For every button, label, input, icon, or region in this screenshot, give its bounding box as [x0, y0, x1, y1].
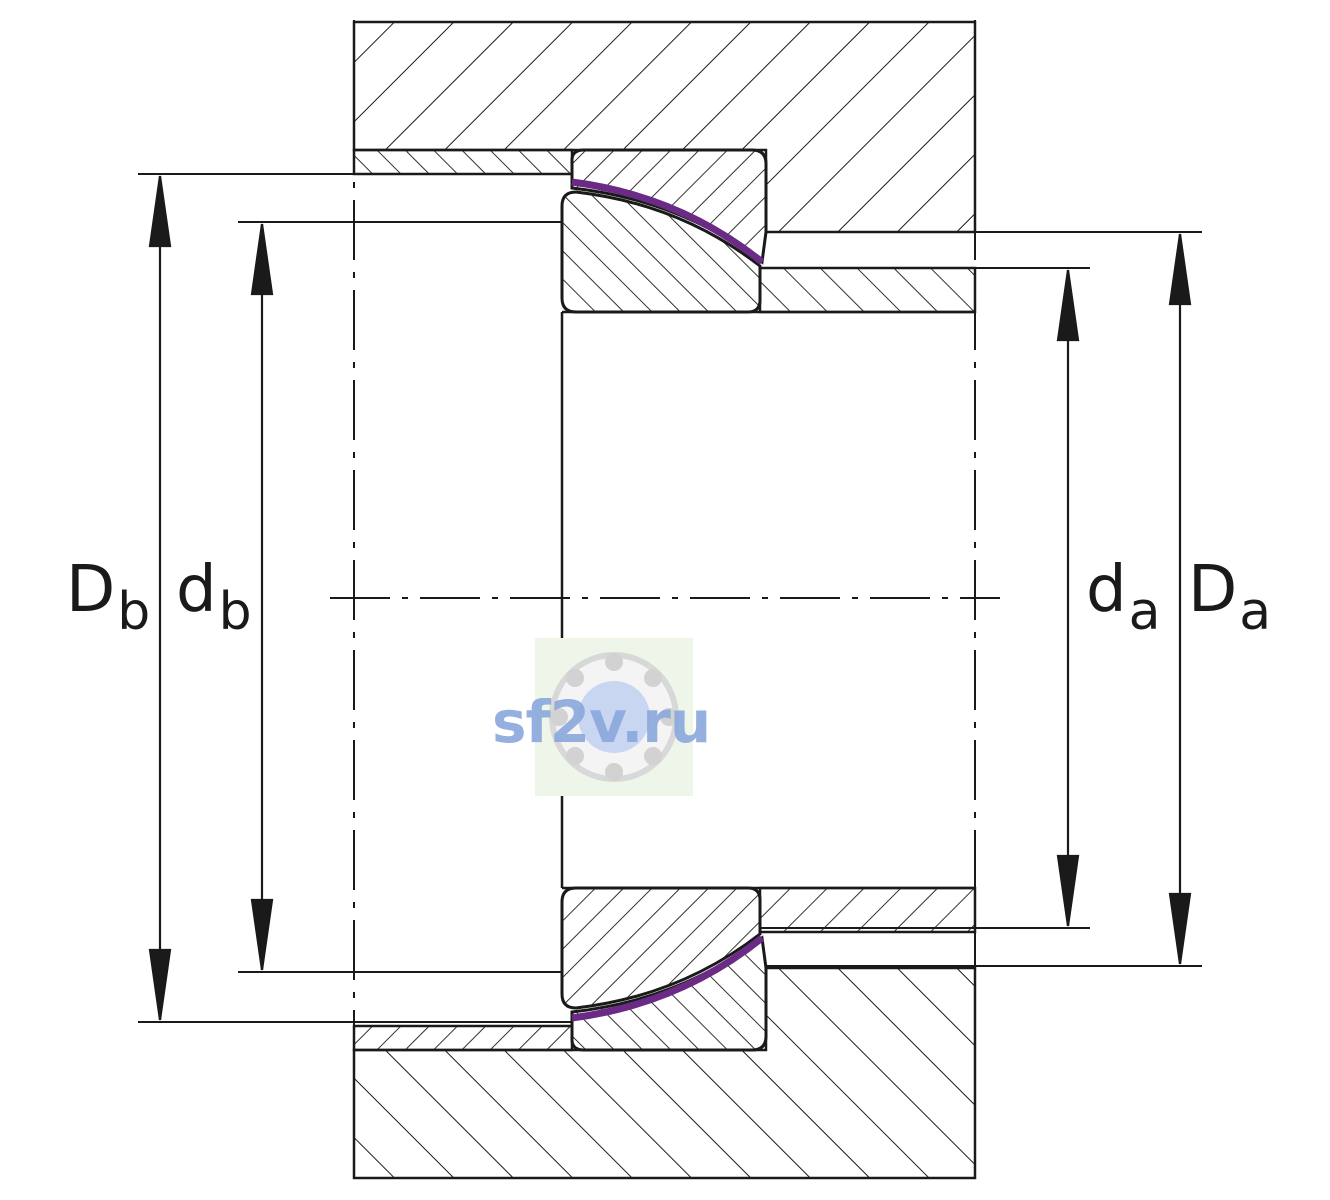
label-Db-main: D	[66, 553, 116, 627]
label-da-main: d	[1086, 553, 1127, 627]
label-Db: Db	[66, 558, 150, 638]
watermark-text: sf2v.ru	[492, 688, 711, 756]
label-da-sub: a	[1128, 582, 1161, 642]
label-db: db	[176, 558, 252, 638]
shaft-shoulder	[758, 266, 977, 314]
label-db-sub: b	[218, 582, 252, 642]
arrow-db-top	[250, 223, 274, 296]
lower-half-section	[354, 888, 975, 1178]
label-Da-main: D	[1188, 553, 1238, 627]
label-Da: Da	[1188, 558, 1271, 638]
ptfe-liner	[571, 178, 765, 265]
arrow-da-bottom	[1056, 854, 1080, 927]
label-da: da	[1086, 558, 1161, 638]
watermark-background	[535, 638, 693, 796]
arrow-Da-bottom	[1168, 892, 1192, 965]
housing-shoulder	[352, 148, 574, 176]
arrow-da-top	[1056, 269, 1080, 342]
arrow-Db-bottom	[148, 948, 172, 1021]
label-Da-sub: a	[1239, 582, 1272, 642]
arrow-Db-top	[148, 175, 172, 248]
arrow-db-bottom	[250, 898, 274, 971]
label-db-main: d	[176, 553, 217, 627]
arrow-Da-top	[1168, 233, 1192, 306]
label-Db-sub: b	[117, 582, 151, 642]
bearing-icon	[549, 652, 679, 782]
